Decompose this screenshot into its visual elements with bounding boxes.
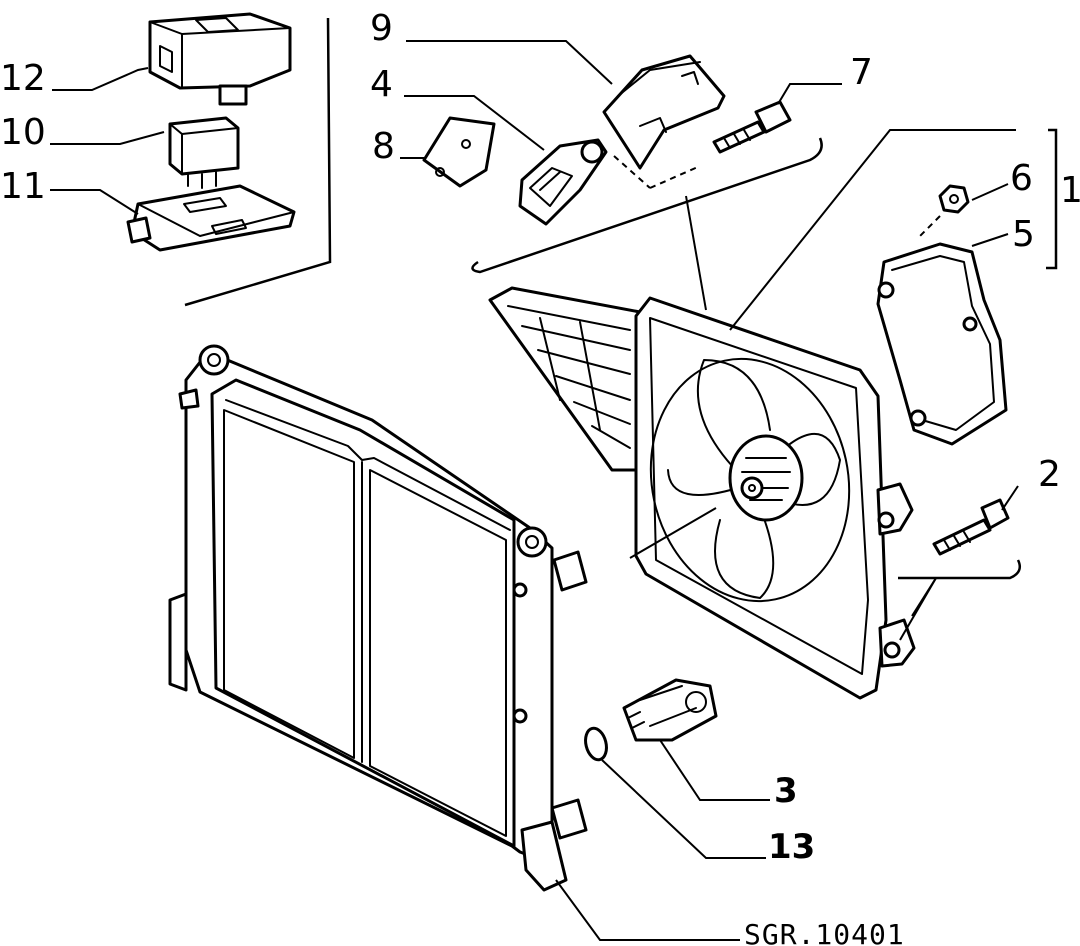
callout-12: 12	[0, 58, 46, 99]
callout-2: 2	[1038, 454, 1061, 495]
callout-1: 1	[1060, 170, 1080, 211]
radiator	[168, 344, 588, 892]
callout-9: 9	[370, 8, 393, 49]
relay-base-bracket	[126, 184, 296, 252]
callout-11: 11	[0, 166, 46, 207]
relay	[168, 116, 240, 189]
callout-5: 5	[1012, 214, 1035, 255]
nut	[917, 184, 970, 239]
bolt-lower	[932, 498, 1010, 556]
pad	[422, 116, 496, 188]
motor-cover	[876, 242, 1008, 446]
relay-box-cover	[148, 12, 292, 106]
callout-7: 7	[850, 52, 873, 93]
reference-code: SGR.10401	[744, 918, 905, 946]
resistor-cover	[602, 54, 726, 189]
o-ring	[584, 726, 608, 762]
callout-13: 13	[768, 827, 815, 867]
shroud-bracket	[488, 286, 642, 472]
callout-6: 6	[1010, 158, 1033, 199]
bolt-upper	[712, 100, 792, 154]
section-dividers	[184, 17, 1058, 580]
leader-lines	[50, 40, 1019, 941]
fan-hub	[728, 434, 804, 522]
callout-8: 8	[372, 126, 395, 167]
callout-3: 3	[774, 771, 798, 811]
thermal-switch	[622, 678, 718, 742]
resistor	[518, 138, 608, 226]
callout-labels: 12 10 11 9 4 8 7 6 5 1 2 3 13 SGR.10401	[0, 8, 1080, 946]
callout-10: 10	[0, 112, 46, 153]
callout-4: 4	[370, 64, 393, 105]
